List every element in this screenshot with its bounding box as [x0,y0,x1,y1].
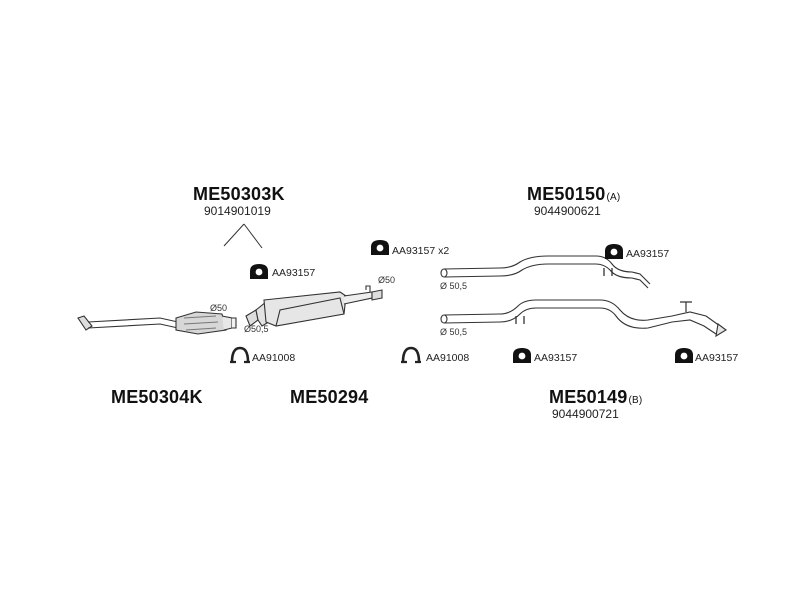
part-code-me50303k: ME50303K [193,184,285,204]
part-code-me50149: ME50149 [549,387,628,407]
kit-connector-lines [223,223,263,249]
tail-pipe-b [440,299,727,338]
part-label-me50150: ME50150(A) [527,184,620,205]
diameter-pipe-b: Ø 50,5 [440,327,468,337]
mount-label-top-right: AA93157 [626,248,670,260]
oe-number-me50150: 9044900621 [534,204,601,218]
mount-label-bottom-right: AA93157 [695,352,739,364]
mount-label-left: AA93157 [272,267,316,279]
oe-number-me50303k: 9014901019 [204,204,271,218]
rubber-mount-icon [513,348,531,363]
clamp-label-mid: AA91008 [426,352,470,364]
part-label-me50149: ME50149(B) [549,387,642,408]
diameter-muffler-inlet: Ø50,5 [244,324,269,334]
diameter-catalyst-outlet: Ø50 [210,303,228,313]
mount-label-center: AA93157 x2 [392,245,450,257]
rear-muffler [245,285,383,327]
rubber-mount-icon [371,240,389,255]
rubber-mount-icon [675,348,693,363]
part-code-me50294: ME50294 [290,387,369,407]
rubber-mount-icon [250,264,268,279]
rubber-mount-icon [605,244,623,259]
clamp-label-left: AA91008 [252,352,296,364]
diameter-pipe-a: Ø 50,5 [440,281,468,291]
mount-label-bottom-mid: AA93157 [534,352,578,364]
tail-pipe-a [440,255,651,289]
part-suffix-me50149: (B) [628,395,643,406]
part-code-me50150: ME50150 [527,184,606,204]
part-suffix-me50150: (A) [606,192,621,203]
part-code-me50304k: ME50304K [111,387,203,407]
diameter-muffler-outlet: Ø50 [378,275,396,285]
oe-number-me50149: 9044900721 [552,407,619,421]
clamp-icon [401,346,421,364]
clamp-icon [230,346,250,364]
front-pipe-catalyst [77,311,237,335]
